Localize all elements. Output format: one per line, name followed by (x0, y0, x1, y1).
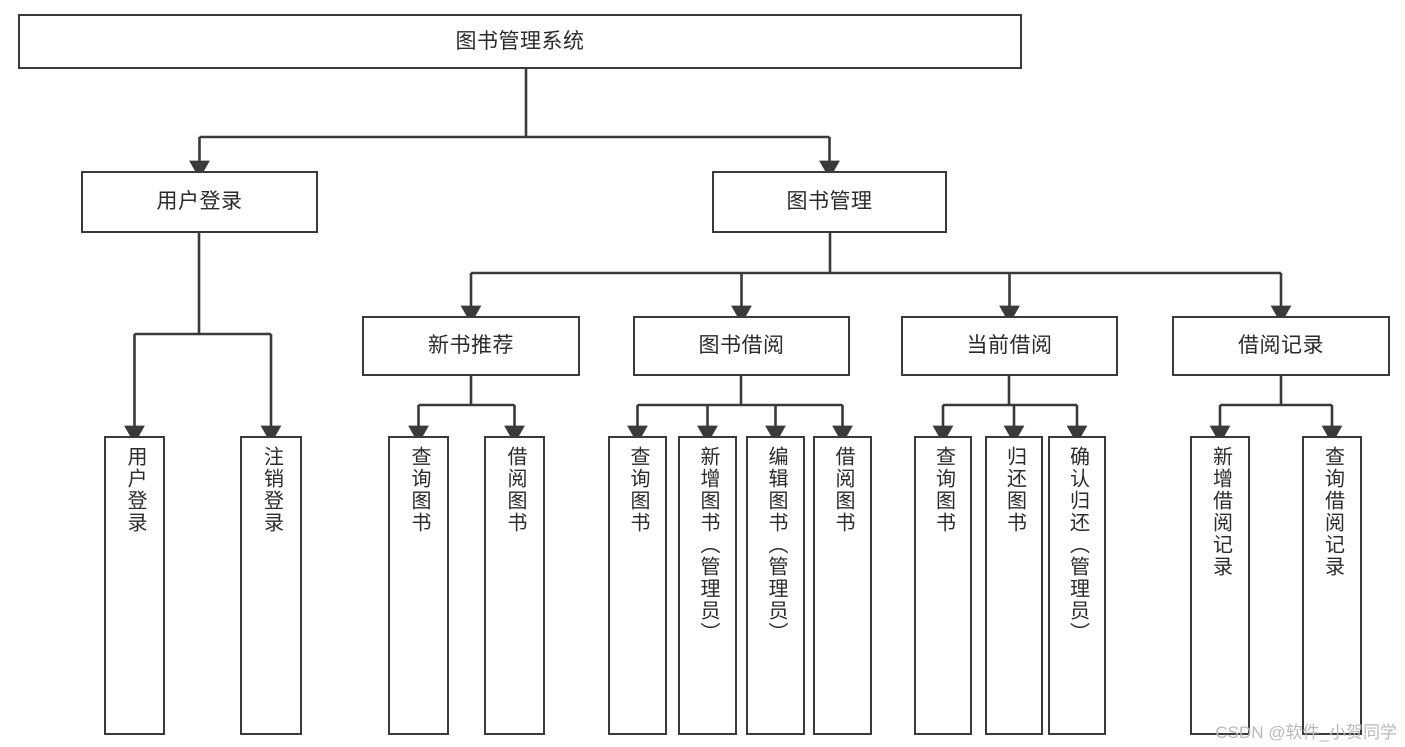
node-label: 归还图书 (1003, 446, 1026, 534)
node-label: 查询图书 (627, 446, 649, 534)
node-label: 图书借阅 (698, 334, 785, 358)
node-leaf-rec-add[interactable]: 新增借阅记录 (1190, 436, 1250, 735)
node-user-login[interactable]: 用户登录 (81, 171, 318, 233)
node-leaf-borrow-query[interactable]: 查询图书 (608, 436, 667, 735)
node-leaf-borrow-book[interactable]: 借阅图书 (813, 436, 872, 735)
node-label: 借阅记录 (1238, 334, 1324, 358)
node-label: 借阅图书 (504, 446, 526, 534)
node-label: 借阅图书 (832, 446, 854, 534)
node-label: 新书推荐 (428, 334, 514, 358)
node-book-manage[interactable]: 图书管理 (712, 171, 947, 233)
node-leaf-cur-return[interactable]: 归还图书 (985, 436, 1043, 735)
node-label: 用户登录 (156, 190, 243, 214)
node-label: 编辑图书（管理员） (765, 446, 787, 644)
node-leaf-cur-query[interactable]: 查询图书 (914, 436, 972, 735)
node-leaf-rec-query[interactable]: 查询图书 (388, 436, 449, 735)
node-leaf-user-logout[interactable]: 注销登录 (240, 436, 302, 735)
node-leaf-rec-search[interactable]: 查询借阅记录 (1302, 436, 1362, 735)
node-leaf-user-login[interactable]: 用户登录 (104, 436, 165, 735)
node-new-book-rec[interactable]: 新书推荐 (362, 316, 580, 376)
node-root[interactable]: 图书管理系统 (18, 14, 1022, 69)
watermark: CSDN @软件_小贺同学 (1215, 723, 1397, 742)
node-label: 查询借阅记录 (1321, 446, 1344, 578)
node-label: 图书管理系统 (455, 29, 585, 53)
node-label: 查询图书 (932, 446, 955, 534)
node-label: 当前借阅 (966, 334, 1053, 358)
node-label: 图书管理 (786, 190, 873, 214)
node-current-borrow[interactable]: 当前借阅 (901, 316, 1118, 376)
node-leaf-borrow-add[interactable]: 新增图书（管理员） (678, 436, 737, 735)
node-label: 用户登录 (124, 446, 146, 534)
node-label: 查询图书 (408, 446, 430, 534)
node-borrow-record[interactable]: 借阅记录 (1172, 316, 1390, 376)
node-label: 新增借阅记录 (1209, 446, 1232, 578)
node-leaf-cur-confirm[interactable]: 确认归还（管理员） (1048, 436, 1106, 735)
node-leaf-borrow-edit[interactable]: 编辑图书（管理员） (746, 436, 805, 735)
node-book-borrow[interactable]: 图书借阅 (633, 316, 850, 376)
node-label: 新增图书（管理员） (697, 446, 719, 644)
node-label: 注销登录 (260, 446, 283, 534)
node-label: 确认归还（管理员） (1066, 446, 1089, 644)
node-leaf-rec-borrow[interactable]: 借阅图书 (484, 436, 545, 735)
